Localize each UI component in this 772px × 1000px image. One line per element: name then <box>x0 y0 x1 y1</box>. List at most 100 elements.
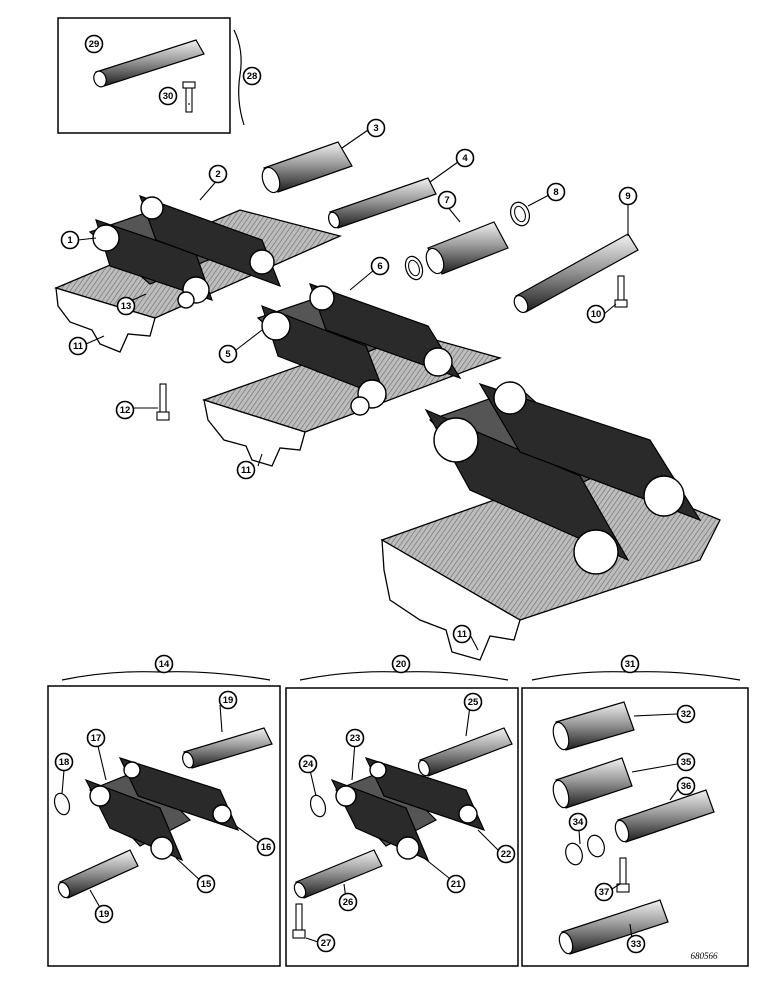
callout-8: 8 <box>546 182 566 202</box>
callout-number: 11 <box>73 341 84 352</box>
drawing-code: 680566 <box>691 951 719 961</box>
callout-3: 3 <box>366 118 386 138</box>
inset-frame-14 <box>47 685 281 967</box>
callout-27: 27 <box>316 933 336 953</box>
track-shoe-11c <box>380 465 721 661</box>
callout-number: 10 <box>591 309 602 320</box>
callout-number: 17 <box>91 733 102 744</box>
callout-26: 26 <box>338 892 358 912</box>
callout-number: 4 <box>462 153 468 164</box>
callout-number: 3 <box>373 123 378 134</box>
callout-15: 15 <box>196 874 216 894</box>
callout-7: 7 <box>437 190 457 210</box>
callout-10: 10 <box>586 304 606 324</box>
callout-29: 29 <box>84 34 104 54</box>
callout-number: 28 <box>247 71 258 82</box>
callout-14: 14 <box>154 654 174 674</box>
callout-number: 31 <box>625 659 636 670</box>
seal-ring-center <box>404 255 424 281</box>
callout-4: 4 <box>455 148 475 168</box>
callout-11: 11 <box>236 460 256 480</box>
callout-35: 35 <box>676 752 696 772</box>
callout-22: 22 <box>496 844 516 864</box>
leader-lines-main <box>77 103 629 651</box>
pin-29 <box>93 39 205 88</box>
brace-20 <box>299 671 509 681</box>
callout-number: 20 <box>396 659 407 670</box>
callout-number: 2 <box>215 169 220 180</box>
callout-number: 9 <box>625 191 630 202</box>
bolt-30 <box>182 81 196 113</box>
callout-33: 33 <box>626 934 646 954</box>
callout-30: 30 <box>158 86 178 106</box>
callout-number: 5 <box>225 349 231 360</box>
bolt-12 <box>156 383 170 421</box>
callout-17: 17 <box>86 728 106 748</box>
callout-number: 6 <box>377 261 382 272</box>
callout-28: 28 <box>242 66 262 86</box>
callout-number: 23 <box>350 733 361 744</box>
callout-number: 32 <box>681 709 692 720</box>
callout-20: 20 <box>391 654 411 674</box>
callout-number: 35 <box>681 757 692 768</box>
callout-34: 34 <box>568 812 588 832</box>
callout-37: 37 <box>594 882 614 902</box>
callout-number: 22 <box>501 849 512 860</box>
inset-31-parts <box>552 701 715 955</box>
callout-1: 1 <box>60 230 80 250</box>
callout-19: 19 <box>94 904 114 924</box>
callout-13: 13 <box>116 296 136 316</box>
inset-20-parts <box>292 705 513 943</box>
callout-11: 11 <box>452 624 472 644</box>
callout-number: 8 <box>553 187 558 198</box>
callout-number: 19 <box>99 909 110 920</box>
callout-number: 7 <box>444 195 449 206</box>
callout-6: 6 <box>370 256 390 276</box>
callout-31: 31 <box>620 654 640 674</box>
callout-number: 30 <box>163 91 174 102</box>
callout-36: 36 <box>676 776 696 796</box>
callout-32: 32 <box>676 704 696 724</box>
callout-number: 33 <box>631 939 642 950</box>
pin-4 <box>327 177 437 229</box>
callout-number: 14 <box>159 659 170 670</box>
callout-23: 23 <box>345 728 365 748</box>
inset-frame-31 <box>521 687 749 967</box>
callout-16: 16 <box>256 837 276 857</box>
inset-frame-20 <box>285 687 519 967</box>
callout-number: 34 <box>573 817 584 828</box>
callout-number: 12 <box>120 405 131 416</box>
brace-31 <box>531 671 741 681</box>
link-assembly-5-6 <box>256 283 462 416</box>
callout-number: 29 <box>89 39 100 50</box>
callout-number: 26 <box>343 897 354 908</box>
bushing-3 <box>261 141 353 194</box>
callout-12: 12 <box>115 400 135 420</box>
bushing-7 <box>425 221 509 275</box>
callout-number: 37 <box>599 887 610 898</box>
inset-14-parts <box>53 704 273 912</box>
link-assembly-large <box>424 381 702 575</box>
callout-number: 25 <box>468 697 479 708</box>
inset-frame-28 <box>57 17 231 134</box>
callout-number: 21 <box>451 879 462 890</box>
callout-number: 1 <box>67 235 73 246</box>
callout-2: 2 <box>208 164 228 184</box>
callout-11: 11 <box>68 336 88 356</box>
callout-number: 13 <box>121 301 132 312</box>
callout-number: 11 <box>457 629 468 640</box>
callout-19: 19 <box>218 690 238 710</box>
callout-25: 25 <box>463 692 483 712</box>
callout-number: 16 <box>261 842 272 853</box>
callout-number: 24 <box>303 759 314 770</box>
callout-number: 36 <box>681 781 692 792</box>
callout-number: 19 <box>223 695 234 706</box>
callout-number: 11 <box>241 465 252 476</box>
callout-24: 24 <box>298 754 318 774</box>
bolt-10 <box>614 275 628 308</box>
pin-9 <box>513 233 639 314</box>
brace-28 <box>233 29 245 126</box>
